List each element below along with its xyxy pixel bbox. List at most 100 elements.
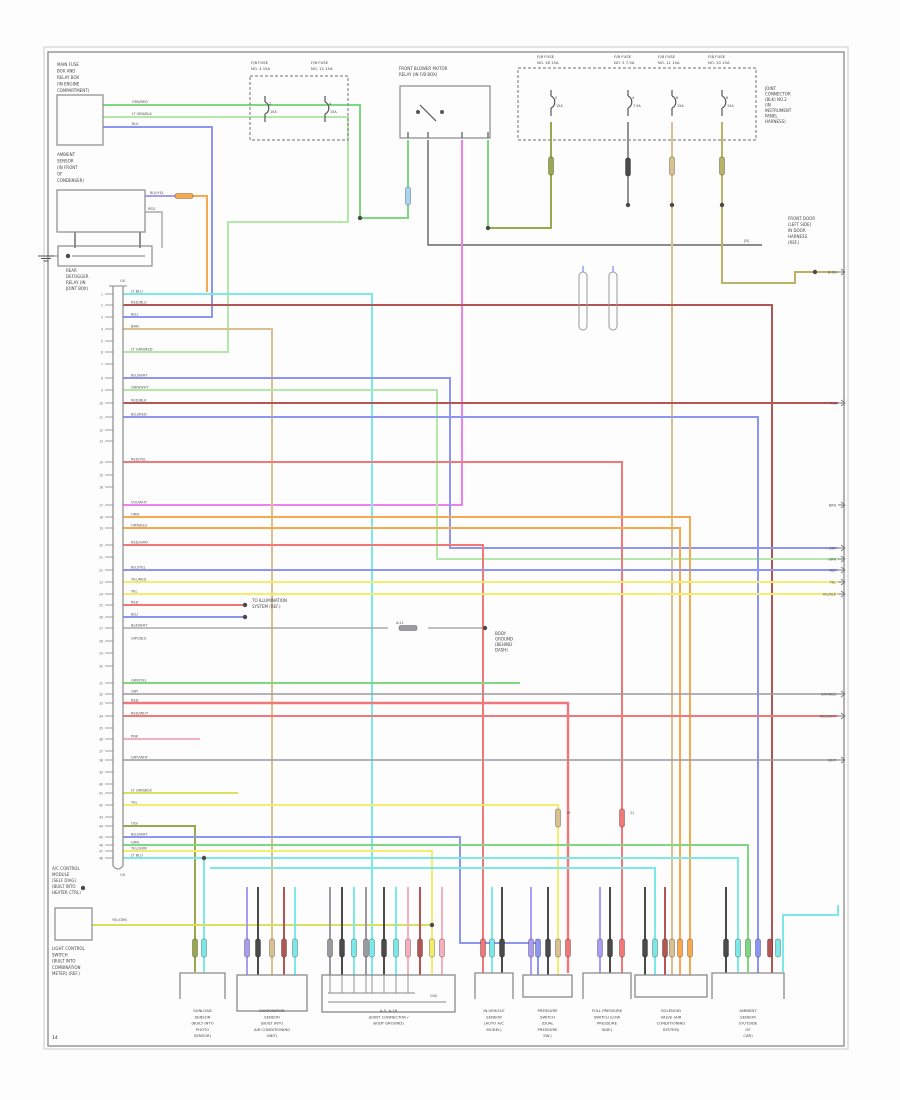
ambient-sensor-bottom-connector	[711, 972, 785, 999]
ac-module-label: (BUILT INTO	[52, 884, 76, 889]
inline-connector	[735, 938, 741, 958]
top-left-component-label: (IN ENGINE	[57, 82, 80, 87]
wire-color-label: GRN/YEL	[131, 679, 147, 683]
wire-grn-44	[123, 844, 749, 972]
inline-connector	[363, 938, 369, 958]
pin-number: 47	[99, 849, 103, 853]
inline-connector	[548, 156, 554, 176]
pin-number: 22	[99, 568, 103, 572]
wire-tan-18	[123, 328, 273, 975]
junction-dot	[242, 614, 248, 620]
wire-grn-0	[103, 104, 409, 219]
wire-olv-42	[123, 825, 196, 972]
wire-blu-2	[103, 126, 213, 318]
wire-color-label: RED/YEL	[131, 458, 146, 462]
in-vehicle-sensor-label: MODEL)	[486, 1027, 502, 1032]
connector-pill	[608, 271, 618, 331]
misc-label: BLU	[132, 122, 139, 126]
wire-color-label: RED	[131, 601, 139, 605]
pin-number: 6	[101, 350, 103, 354]
inline-connector	[687, 938, 693, 958]
wire-red-36	[123, 701, 570, 973]
relay-label: FRONT BLOWER MOTOR	[399, 66, 448, 71]
pin-number: 48	[99, 856, 103, 860]
wire-color-label: YEL	[131, 801, 137, 805]
pin-number: 10	[99, 401, 103, 405]
misc-label: i10	[120, 873, 125, 877]
pin-number: 5	[101, 339, 103, 343]
front-door-label: FRONT DOOR	[788, 216, 815, 221]
sunload-sensor-label: SENSOR)	[194, 1033, 212, 1038]
top-left-component-label: COMPARTMENT)	[57, 88, 90, 93]
offpage-arrow	[840, 399, 846, 407]
body-ground-note: GROUND	[495, 637, 513, 642]
pin-number: 40	[99, 782, 103, 786]
inline-connector	[393, 938, 399, 958]
offpage-label: GRY/RED	[821, 692, 836, 696]
pin-number: 39	[99, 770, 103, 774]
wire-orn-4	[190, 195, 208, 292]
inline-connector	[723, 938, 729, 958]
fuse-element	[627, 95, 633, 109]
sunload-sensor-connector	[179, 972, 226, 999]
fuse-name: F/B FUSE	[614, 54, 632, 59]
pin-number: 9	[101, 388, 103, 392]
inline-connector	[528, 938, 534, 958]
wire-color-label: RED/BLK	[131, 399, 147, 403]
full-pressure-switch-label: PRESSURE	[597, 1021, 618, 1026]
pin-number: 21	[99, 555, 103, 559]
inline-connector	[405, 938, 411, 958]
inline-connector	[619, 938, 625, 958]
inline-connector	[555, 808, 561, 828]
pressure-switch-label: PRESSURE	[538, 1027, 559, 1032]
left-connector-cap	[112, 865, 124, 870]
inline-connector	[429, 938, 435, 958]
misc-label: RED	[148, 207, 155, 211]
wire-color-label: LT GRN/BLK	[131, 789, 152, 793]
pin-number: 15	[99, 473, 103, 477]
evaporator-sensor-label: (BUILT INTO	[261, 1021, 283, 1026]
wire-color-label: GRY/WHT	[131, 756, 149, 760]
inline-connector	[755, 938, 761, 958]
offpage-label: YEL/BLK	[822, 592, 836, 596]
pin-number: 30	[99, 664, 103, 668]
wire-color-label: GRN/WHT	[131, 386, 149, 390]
inline-connector	[652, 938, 658, 958]
joint-connector-label: CONNECTOR	[765, 92, 791, 97]
full-pressure-switch-connector	[582, 972, 632, 999]
offpage-arrow	[840, 544, 846, 552]
ac-module-label: A/C CONTROL	[52, 866, 80, 871]
solenoid-valve-label: SOLENOID	[661, 1008, 681, 1013]
offpage-label: WHT	[828, 758, 837, 762]
relay-arm	[419, 104, 437, 122]
pressure-switch-label: (DUAL	[542, 1021, 555, 1026]
ambient-sensor-bottom-label: OF	[745, 1027, 750, 1032]
pin-number: 27	[99, 626, 103, 630]
front-door-label: IN DOOR	[788, 228, 806, 233]
front-door-label: (LEFT SIDE)	[788, 222, 812, 227]
ac-module-label: (SELF DIAG)	[52, 878, 76, 883]
junction-dot	[485, 225, 491, 231]
body-ground-note: BODY	[495, 631, 507, 636]
pin-number: 45	[99, 835, 103, 839]
pin-number: 28	[99, 639, 103, 643]
wire-color-label: ORN/BLU	[131, 524, 148, 528]
fuse-rating: 15A	[556, 104, 563, 108]
wire-orn-24	[123, 516, 691, 975]
inline-connector	[555, 938, 561, 958]
pin-number: 42	[99, 803, 103, 807]
fuse-element	[324, 101, 330, 115]
wire-color-label: ORN	[131, 513, 139, 517]
offpage-arrow	[840, 690, 846, 698]
connector-pill	[578, 271, 588, 331]
inline-connector	[327, 938, 333, 958]
joint-connector-ground-label: BODY GROUND)	[373, 1021, 404, 1026]
inline-connector	[369, 938, 375, 958]
offpage-arrow	[840, 268, 846, 276]
pin-number: 13	[99, 439, 103, 443]
left-second-component-label: AMBIENT	[57, 152, 76, 157]
pin-number: 2	[101, 303, 103, 307]
pin-number: 41	[99, 791, 103, 795]
fuse-name: NO. 5 7.5A	[614, 60, 635, 65]
